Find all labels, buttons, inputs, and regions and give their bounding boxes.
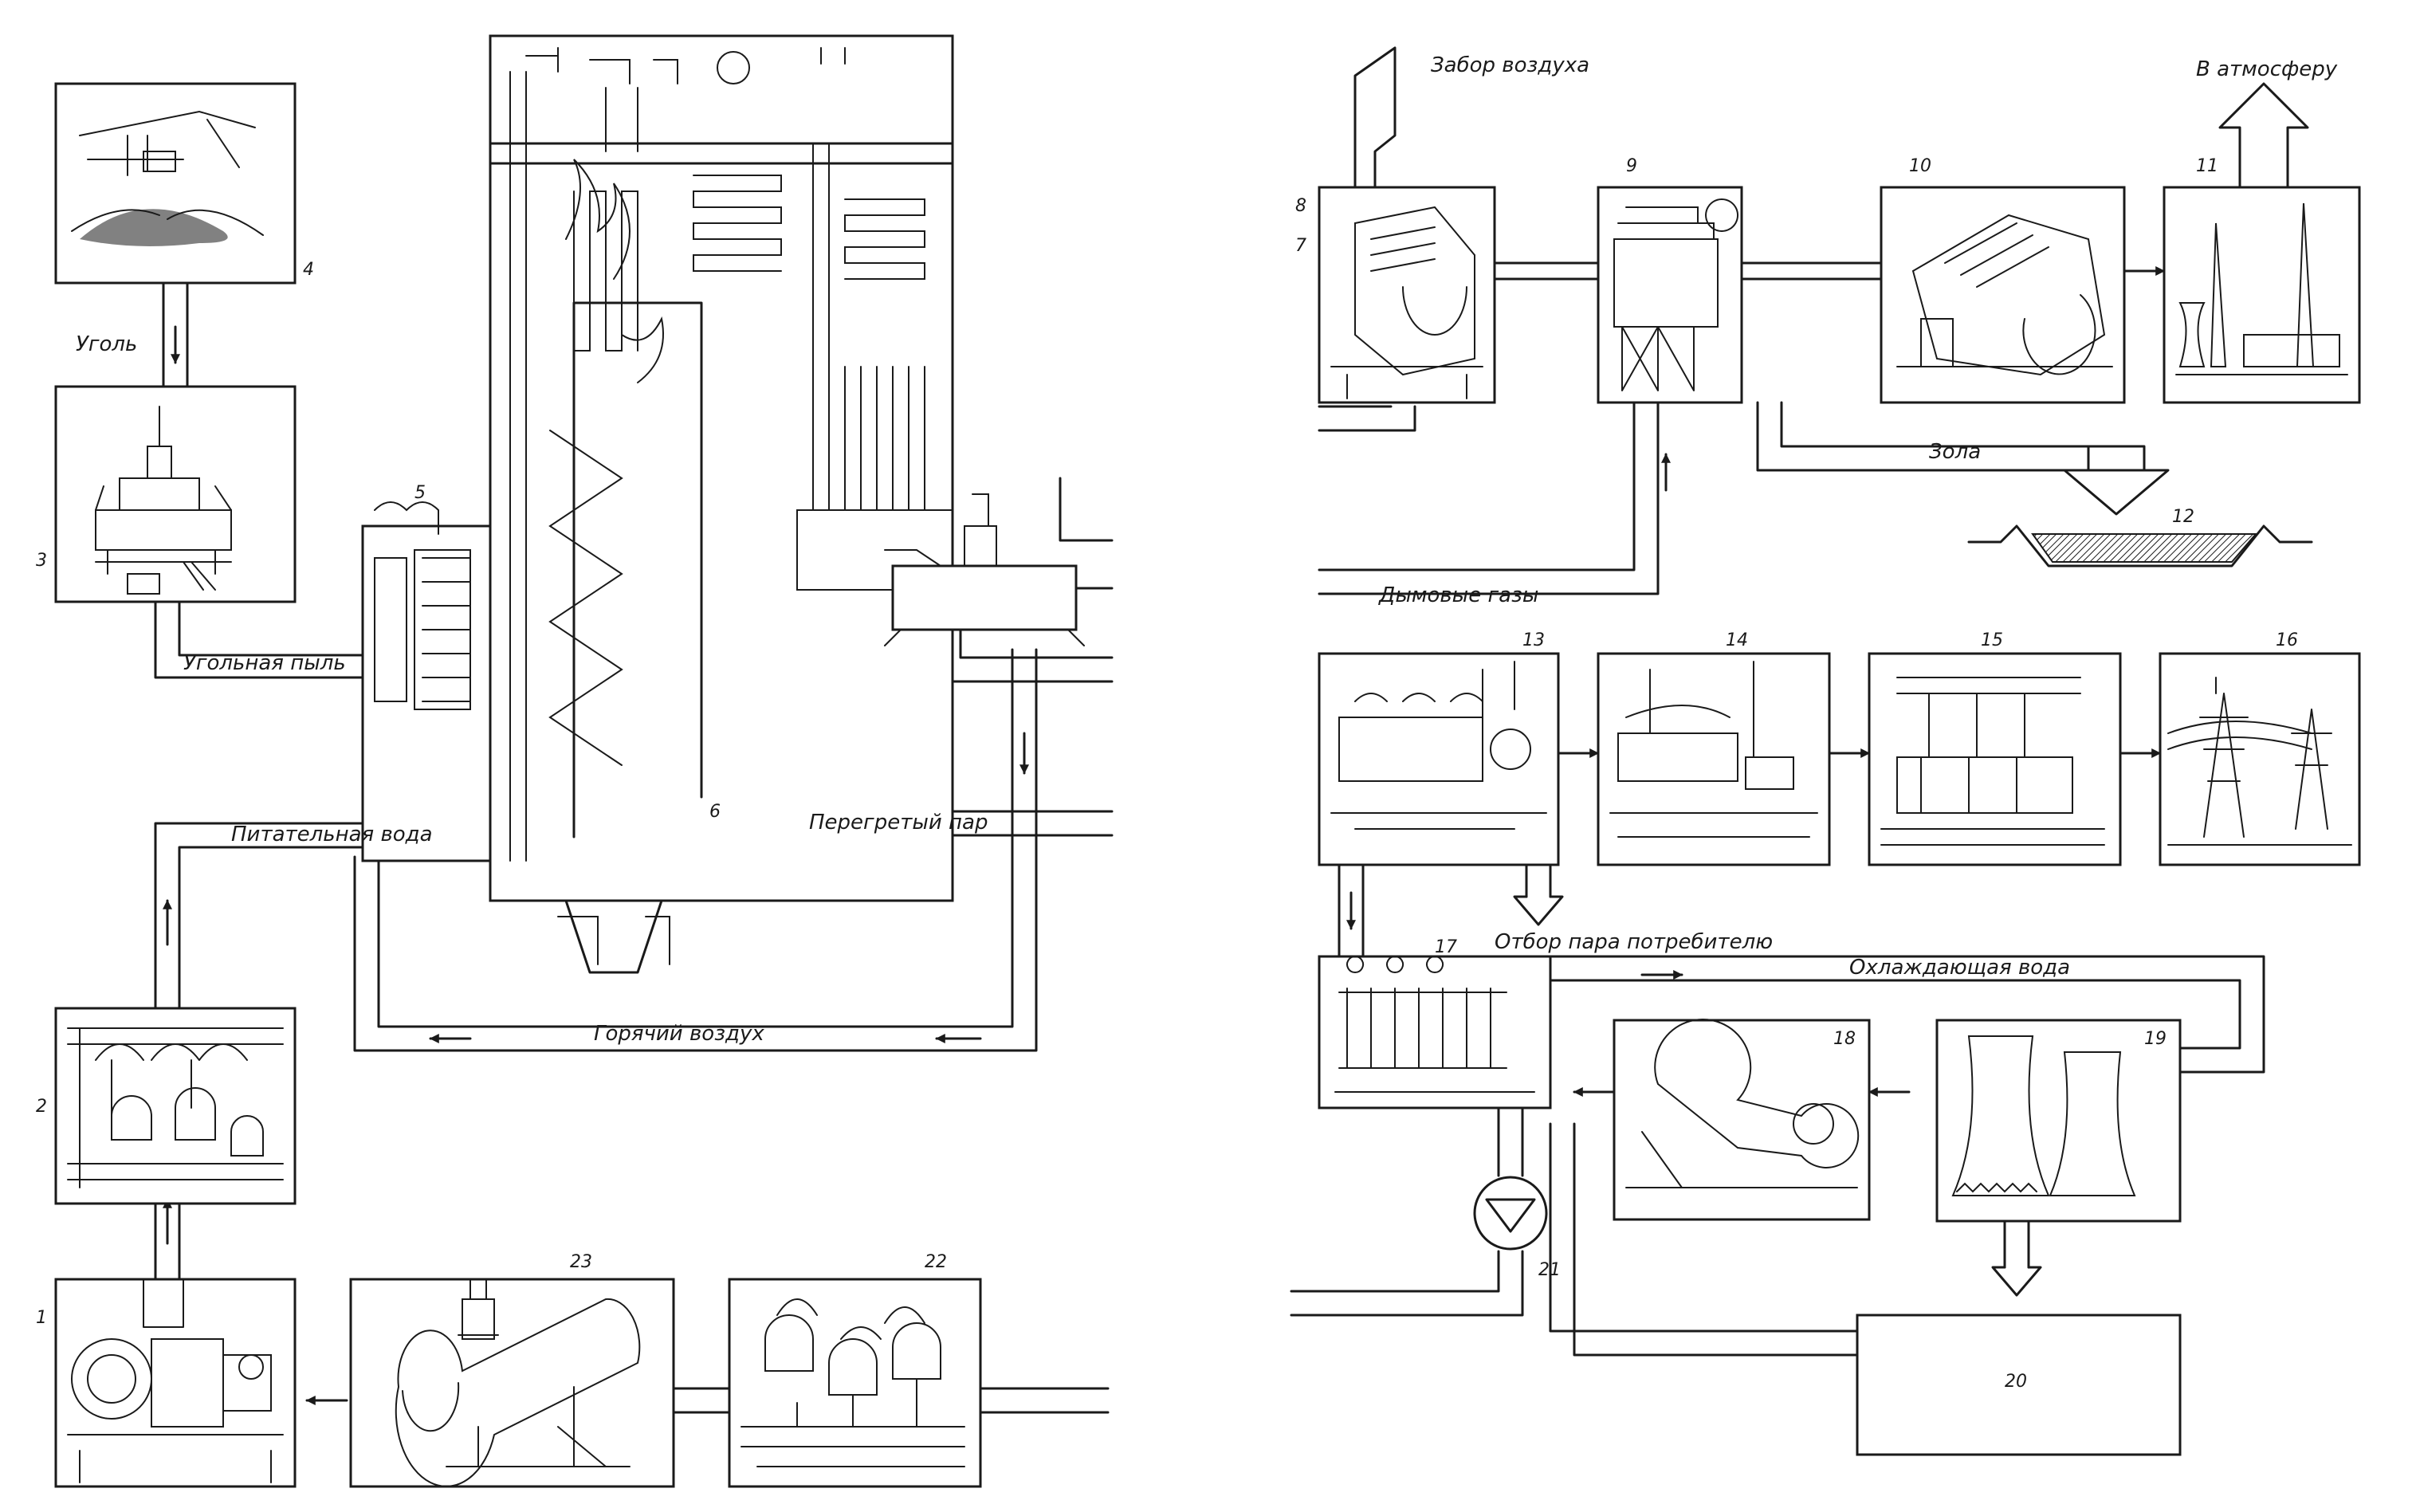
flue-gases-label: Дымовые газы: [1378, 583, 1538, 607]
feed-pump-hall-box: [54, 1007, 297, 1205]
cooling-to-20-arrow: [1991, 1266, 2042, 1297]
superheated-steam-label: Перегретый пар: [809, 811, 988, 835]
number-6: 6: [709, 802, 721, 822]
box-20: [1856, 1314, 2182, 1456]
right-arrows: [1346, 266, 2166, 1097]
pump-icon: [1473, 1176, 1548, 1251]
generator-hall-box: [1318, 652, 1560, 866]
ash-arrow: [2063, 445, 2170, 516]
number-11: 11: [2196, 156, 2218, 176]
number-16: 16: [2276, 630, 2298, 650]
coal-yard-box: [54, 82, 297, 285]
number-18: 18: [1833, 1029, 1856, 1049]
air-fan-box: [1318, 186, 1496, 404]
cooling-tower-box: [1935, 1019, 2182, 1223]
right-pipes: [1290, 46, 2265, 1357]
steam-to-consumer-label: Отбор пара потребителю: [1495, 930, 1773, 954]
ash-dump: [1967, 524, 2313, 567]
transformer-hall-box: [1597, 652, 1831, 866]
circulation-pump-box: [1613, 1018, 1871, 1221]
power-pylon-icon: [2199, 677, 2249, 838]
power-line-box: [2159, 652, 2361, 866]
number-9: 9: [1626, 156, 1637, 176]
steam-consumer-arrow: [1513, 895, 1564, 926]
hot-air-label: Горячий воздух: [594, 1022, 764, 1046]
air-preheater-unit: [884, 493, 1085, 646]
boiler-drawing: [489, 34, 954, 974]
ash-label: Зола: [1929, 440, 1981, 464]
number-1: 1: [36, 1308, 47, 1328]
number-4: 4: [303, 260, 314, 280]
number-20: 20: [2005, 1372, 2027, 1392]
number-10: 10: [1909, 156, 1931, 176]
coal-label: Уголь: [76, 332, 137, 356]
burner-block: [361, 501, 492, 862]
coal-mill-box: [54, 385, 297, 603]
number-8: 8: [1295, 196, 1306, 216]
coal-dust-label: Угольная пыль: [183, 651, 346, 675]
deaerator-box: [349, 1278, 675, 1488]
number-5: 5: [414, 483, 426, 503]
number-19: 19: [2144, 1029, 2167, 1049]
number-15: 15: [1981, 630, 2003, 650]
turbine-box: [54, 1278, 297, 1488]
air-intake-label: Забор воздуха: [1431, 53, 1589, 77]
number-23: 23: [570, 1252, 592, 1272]
number-3: 3: [36, 551, 47, 571]
cooling-water-label: Охлаждающая вода: [1849, 956, 2070, 980]
number-12: 12: [2172, 507, 2194, 527]
condenser-box: [1318, 955, 1552, 1109]
switchyard-box: [1868, 652, 2122, 866]
number-2: 2: [36, 1097, 47, 1117]
atmosphere-arrow: [2218, 82, 2309, 189]
exhauster-box: [1880, 186, 2126, 404]
number-7: 7: [1295, 236, 1306, 256]
chimney-box: [2163, 186, 2361, 404]
pump-station-box: [728, 1278, 982, 1488]
feed-water-label: Питательная вода: [231, 823, 433, 846]
precipitator-box: [1597, 186, 1743, 404]
to-atmosphere-label: В атмосферу: [2196, 57, 2338, 81]
cooling-tower-icon: [1951, 1035, 2050, 1196]
number-13: 13: [1522, 630, 1545, 650]
number-21: 21: [1538, 1260, 1561, 1280]
number-14: 14: [1726, 630, 1748, 650]
number-22: 22: [925, 1252, 947, 1272]
number-17: 17: [1435, 937, 1457, 957]
